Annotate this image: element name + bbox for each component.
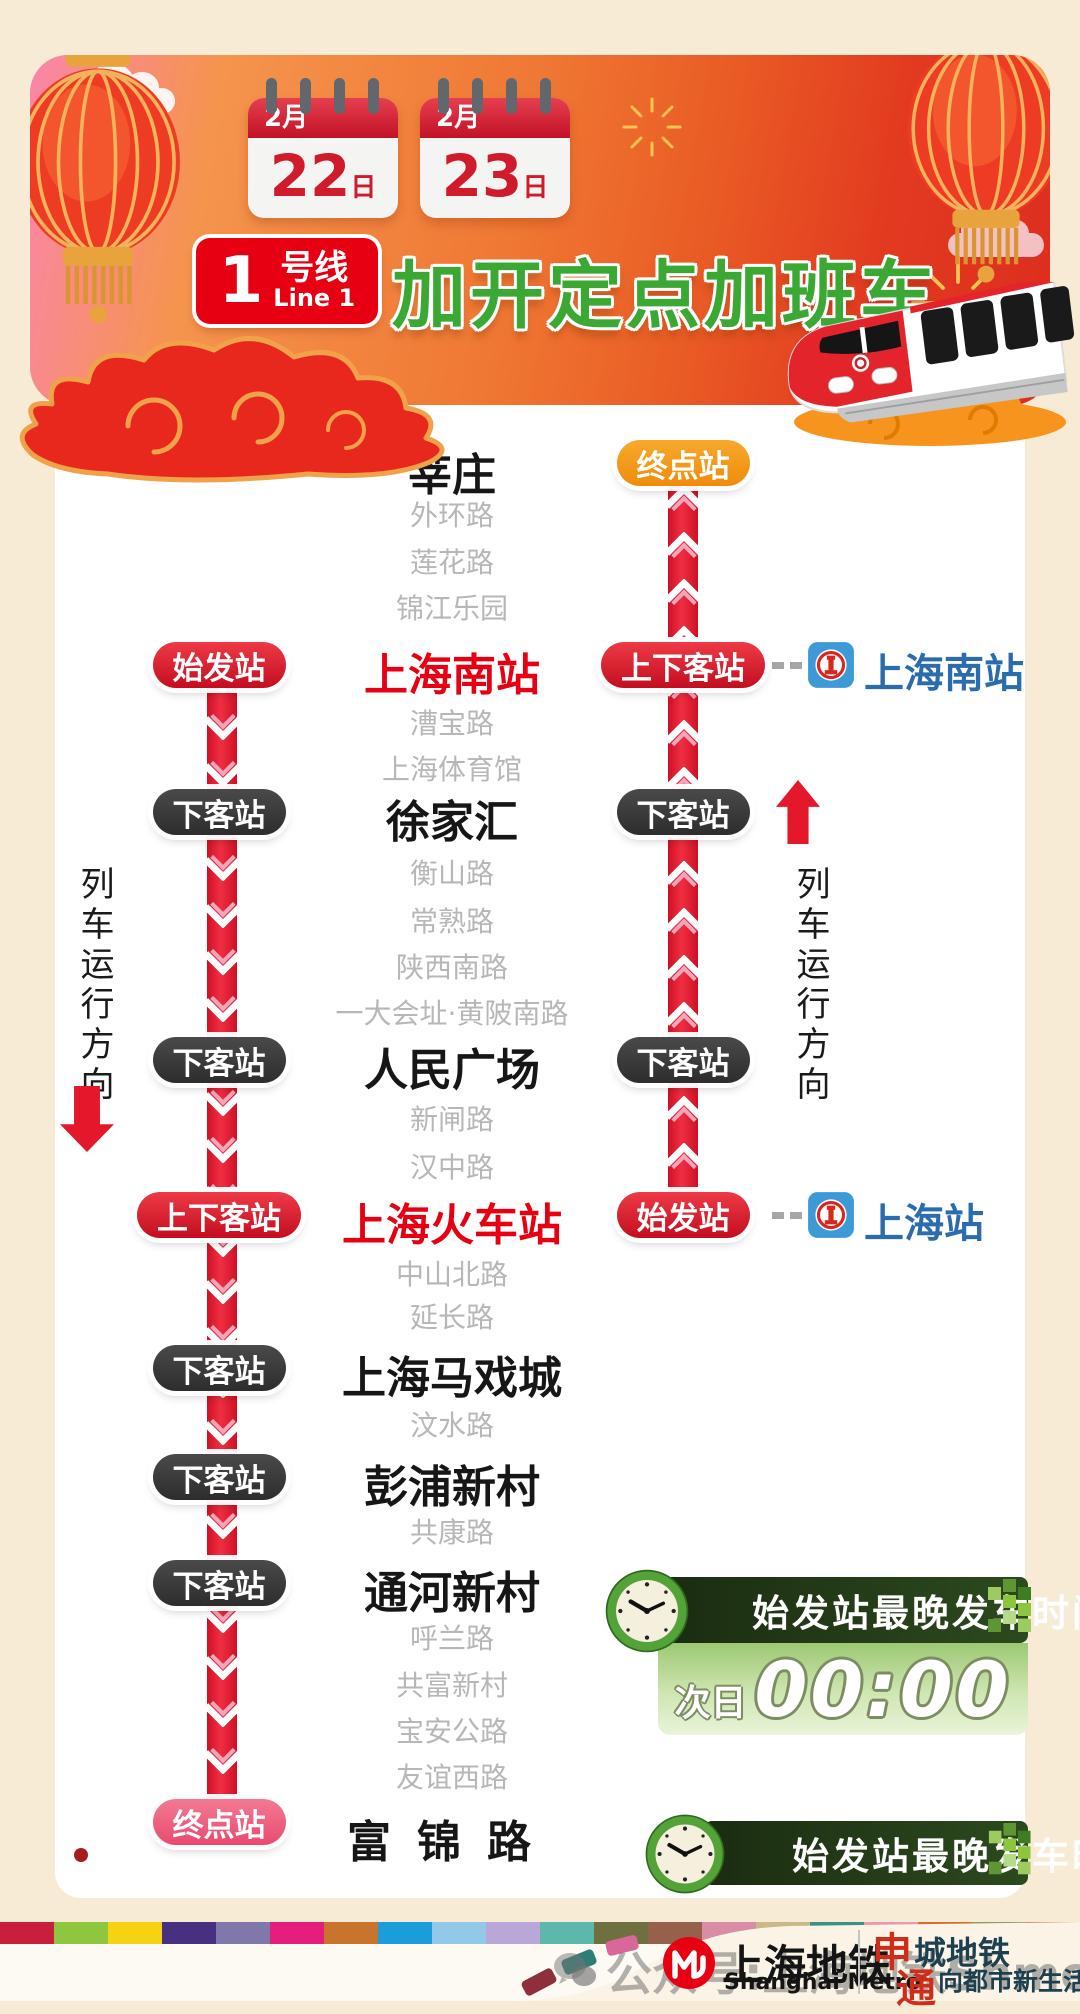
clock-icon bbox=[645, 1814, 725, 1894]
red-dot bbox=[74, 1848, 88, 1862]
badge-terminal-pink: 终点站 bbox=[118, 1799, 320, 1845]
badge-origin-up: 始发站 bbox=[582, 1192, 784, 1238]
minor-station: 常熟路 bbox=[409, 905, 494, 938]
minor-station: 陕西南路 bbox=[395, 951, 508, 984]
checker-pattern-icon bbox=[988, 1823, 1031, 1875]
minor-station: 衡山路 bbox=[409, 857, 494, 890]
minor-station: 上海体育馆 bbox=[381, 753, 522, 786]
badge-dropoff-up: 下客站 bbox=[582, 789, 784, 835]
station-circus-world: 上海马戏城 bbox=[342, 1353, 562, 1404]
red-lantern-right-icon bbox=[902, 55, 1050, 283]
minor-station: 宝安公路 bbox=[395, 1715, 508, 1748]
badge-dropoff: 下客站 bbox=[118, 1454, 320, 1500]
direction-label-up: 列车运行方向 bbox=[790, 866, 830, 1106]
badge-origin: 始发站 bbox=[118, 642, 320, 688]
minor-station: 汶水路 bbox=[409, 1409, 494, 1442]
badge-both-up: 上下客站 bbox=[582, 642, 784, 688]
station-shanghai-railway: 上海火车站 bbox=[342, 1200, 562, 1251]
minor-station: 共康路 bbox=[409, 1516, 494, 1549]
calendar-day: 23日 bbox=[441, 142, 549, 210]
banner-last-train-1: 始发站最晚发车时间 bbox=[664, 1577, 1080, 1643]
line-1-badge: 1 号线 Line 1 bbox=[196, 238, 378, 324]
badge-dropoff: 下客站 bbox=[118, 1037, 320, 1083]
footer-divider bbox=[858, 1930, 860, 1994]
station-pengpu: 彭浦新村 bbox=[364, 1462, 540, 1513]
clock-icon bbox=[605, 1569, 689, 1653]
metro-name-cn: 上海地铁 bbox=[722, 1941, 891, 1990]
badge-dropoff: 下客站 bbox=[118, 1345, 320, 1391]
minor-station: 外环路 bbox=[409, 499, 494, 532]
line-name-en: Line 1 bbox=[273, 284, 356, 313]
line-number: 1 bbox=[218, 244, 264, 318]
minor-station: 中山北路 bbox=[395, 1258, 508, 1291]
metro-train-icon bbox=[787, 282, 1075, 423]
checker-pattern-icon bbox=[988, 1579, 1031, 1632]
station-xujiahui: 徐家汇 bbox=[386, 797, 518, 848]
minor-station: 呼兰路 bbox=[409, 1622, 494, 1655]
shanghai-metro-logo bbox=[663, 1937, 715, 1989]
minor-station: 友谊西路 bbox=[395, 1761, 508, 1794]
calendar-feb-22: 2月 22日 bbox=[248, 78, 398, 218]
shentong-tong: 通 bbox=[896, 1966, 936, 2012]
minor-station: 漕宝路 bbox=[409, 707, 494, 740]
direction-label-down: 列车运行方向 bbox=[74, 866, 114, 1106]
wechat-icon bbox=[554, 1953, 596, 1986]
banner-last-train-2: 始发站最晚发车时间 bbox=[704, 1821, 1080, 1885]
badge-dropoff-up: 下客站 bbox=[582, 1037, 784, 1083]
time-prefix: 次日 bbox=[674, 1683, 747, 1724]
slogan-top: 城地铁 bbox=[914, 1934, 1011, 1972]
last-train-time: 00:00 bbox=[754, 1644, 1012, 1734]
metro-name-en: Shanghai Metro bbox=[724, 1970, 921, 1995]
metro-line-up bbox=[664, 478, 704, 1218]
slogan-bottom: 向都市新生活 bbox=[938, 1967, 1080, 1996]
dashed-connector bbox=[772, 662, 802, 669]
badge-dropoff: 下客站 bbox=[118, 1560, 320, 1606]
badge-terminal-orange: 终点站 bbox=[582, 440, 784, 486]
railway-station-icon bbox=[806, 1190, 856, 1240]
station-shanghai-south: 上海南站 bbox=[364, 650, 540, 701]
calendar-day: 22日 bbox=[269, 142, 377, 210]
calendar-feb-23: 2月 23日 bbox=[420, 78, 570, 218]
minor-station: 锦江乐园 bbox=[395, 592, 508, 625]
badge-dropoff: 下客站 bbox=[118, 789, 320, 835]
station-peoples-square: 人民广场 bbox=[364, 1045, 540, 1096]
railway-station-icon bbox=[806, 640, 856, 690]
shentong-shen: 申 bbox=[872, 1930, 912, 1976]
red-cloud-decoration-icon bbox=[19, 336, 445, 483]
dashed-connector bbox=[772, 1212, 802, 1219]
station-fujin-road: 富锦路 bbox=[347, 1817, 557, 1868]
rail-station-label: 上海站 bbox=[864, 1201, 984, 1247]
red-lantern-left-icon bbox=[30, 55, 186, 323]
firework-icon bbox=[622, 97, 682, 157]
minor-station: 延长路 bbox=[409, 1301, 494, 1334]
banner-time-panel: 次日 00:00 bbox=[658, 1643, 1028, 1735]
badge-both: 上下客站 bbox=[118, 1192, 320, 1238]
minor-station: 莲花路 bbox=[409, 546, 494, 579]
rail-station-label: 上海南站 bbox=[864, 651, 1024, 697]
minor-station: 一大会址·黄陂南路 bbox=[335, 997, 569, 1030]
station-tonghe: 通河新村 bbox=[364, 1568, 540, 1619]
minor-station: 汉中路 bbox=[409, 1151, 494, 1184]
line-name: 号线 bbox=[280, 247, 349, 288]
minor-station: 新闸路 bbox=[409, 1103, 494, 1136]
minor-station: 共富新村 bbox=[395, 1669, 508, 1702]
